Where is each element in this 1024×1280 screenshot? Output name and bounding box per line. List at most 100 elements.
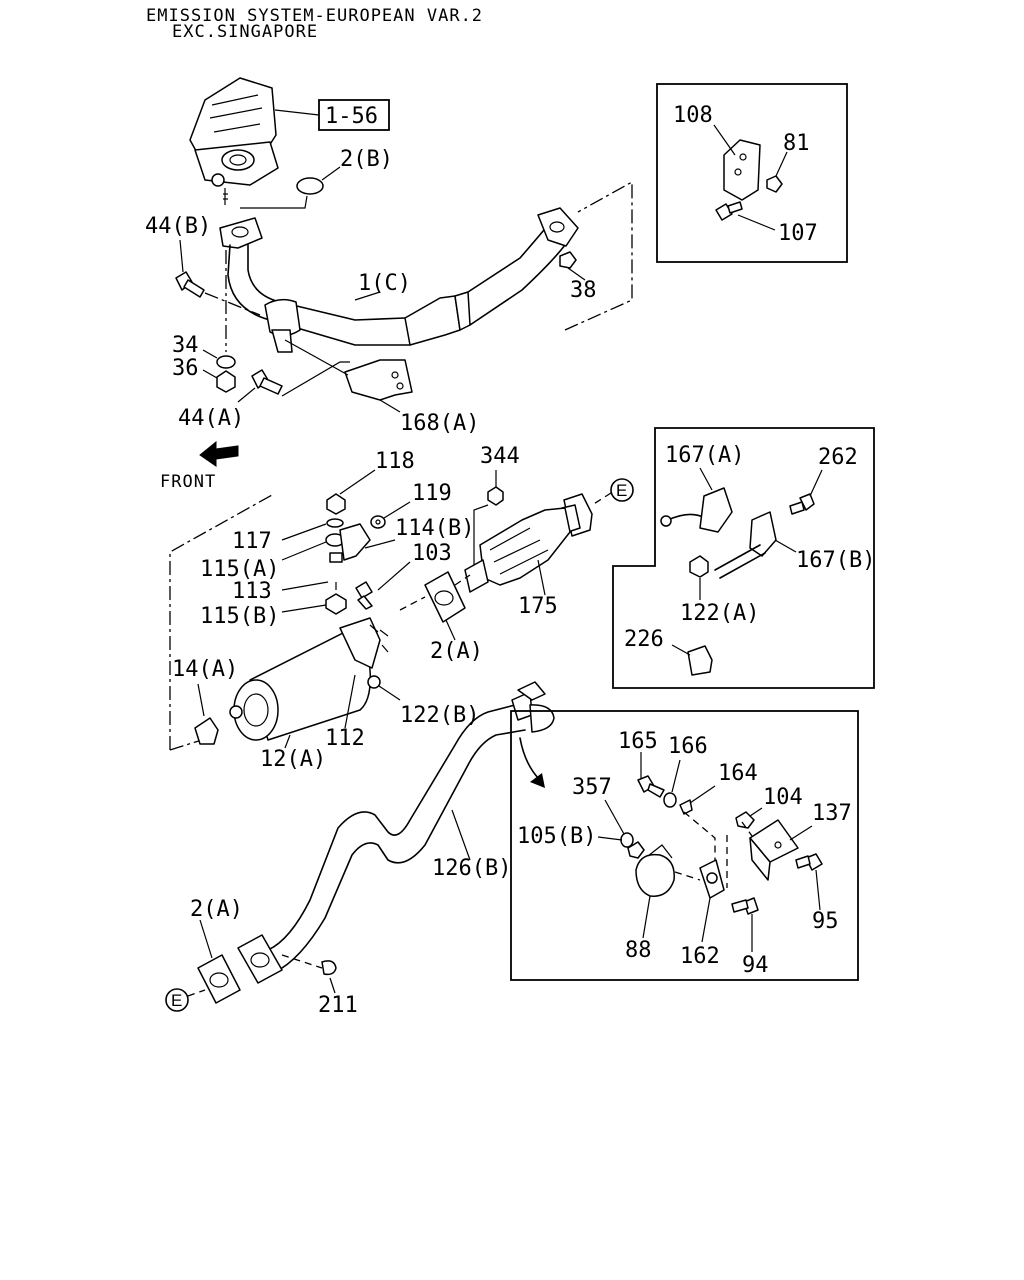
reference-box-1-56[interactable]: 1-56 — [318, 99, 390, 131]
bolt-103 — [355, 581, 373, 610]
label-44b: 44(B) — [145, 214, 211, 239]
inset-bracket-108 — [656, 83, 848, 263]
label-2a-mid: 2(A) — [430, 639, 483, 664]
bracket-108 — [723, 139, 761, 201]
diagram-title: EMISSION SYSTEM-EUROPEAN VAR.2 — [146, 6, 483, 26]
label-103: 103 — [412, 541, 452, 566]
front-label: FRONT — [160, 472, 216, 492]
bolt-95 — [795, 853, 823, 871]
clamp-88 — [635, 844, 675, 897]
bracket-168a — [344, 359, 413, 401]
pin-164 — [679, 799, 693, 815]
gasket-2b — [296, 177, 324, 195]
label-167b: 167(B) — [796, 548, 875, 573]
nut-81 — [766, 175, 783, 193]
inset-hanger-167 — [612, 427, 875, 689]
label-115b: 115(B) — [200, 604, 279, 629]
muffler-12a — [229, 617, 389, 741]
nut-211 — [321, 960, 337, 976]
label-34: 34 — [172, 333, 199, 358]
svg-text:E: E — [171, 991, 182, 1010]
gasket-14a — [194, 717, 219, 745]
nut-344 — [487, 486, 504, 506]
label-126b: 126(B) — [432, 856, 511, 881]
front-arrow-icon — [199, 440, 239, 467]
connector-e-right[interactable]: E — [610, 478, 634, 502]
hanger-167b — [714, 511, 777, 579]
label-164: 164 — [718, 761, 758, 786]
label-81: 81 — [783, 131, 810, 156]
label-344: 344 — [480, 444, 520, 469]
diagram-subtitle: EXC.SINGAPORE — [172, 22, 318, 42]
washer-117 — [326, 518, 344, 528]
washer-119 — [370, 515, 386, 529]
nut-118 — [326, 493, 346, 515]
label-211: 211 — [318, 993, 358, 1018]
label-226: 226 — [624, 627, 664, 652]
label-137: 137 — [812, 801, 852, 826]
hanger-167a — [660, 487, 733, 533]
bolt-94 — [731, 897, 759, 915]
label-117: 117 — [232, 529, 272, 554]
gasket-2a-mid — [424, 571, 466, 623]
label-108: 108 — [673, 103, 713, 128]
label-12a: 12(A) — [260, 747, 326, 772]
label-166: 166 — [668, 734, 708, 759]
label-118: 118 — [375, 449, 415, 474]
label-167a: 167(A) — [665, 443, 744, 468]
nut-122b — [367, 675, 381, 689]
bolt-262 — [789, 493, 815, 515]
label-175: 175 — [518, 594, 558, 619]
bracket-137 — [749, 819, 799, 881]
inset-clamp-assembly — [510, 710, 859, 981]
label-168a: 168(A) — [400, 411, 479, 436]
turbocharger-illustration — [189, 77, 279, 205]
gasket-2a-lower — [197, 954, 241, 1004]
rubber-115b — [325, 593, 347, 615]
label-2b: 2(B) — [340, 147, 393, 172]
bolt-44b — [175, 271, 205, 298]
bracket-114b — [339, 523, 371, 561]
label-262: 262 — [818, 445, 858, 470]
washer-34 — [216, 355, 236, 369]
front-pipe-1c — [219, 207, 579, 353]
label-44a: 44(A) — [178, 406, 244, 431]
nut-104 — [735, 811, 755, 829]
label-94: 94 — [742, 953, 769, 978]
nut-105b — [627, 841, 645, 859]
connector-e-left[interactable]: E — [165, 988, 189, 1012]
label-119: 119 — [412, 481, 452, 506]
label-357: 357 — [572, 775, 612, 800]
bolt-165 — [637, 775, 665, 798]
label-122b: 122(B) — [400, 703, 479, 728]
svg-text:E: E — [616, 481, 627, 500]
label-1c: 1(C) — [358, 271, 411, 296]
bolt-44a — [251, 369, 283, 395]
collar-113 — [329, 552, 343, 563]
nut-38 — [559, 251, 577, 269]
label-112: 112 — [325, 726, 365, 751]
label-165: 165 — [618, 729, 658, 754]
label-115a: 115(A) — [200, 557, 279, 582]
label-107: 107 — [778, 221, 818, 246]
label-122a: 122(A) — [680, 601, 759, 626]
label-38: 38 — [570, 278, 597, 303]
nut-36 — [216, 370, 236, 393]
nut-122a — [689, 555, 709, 578]
rubber-226 — [687, 645, 713, 676]
label-105b: 105(B) — [517, 824, 596, 849]
label-36: 36 — [172, 356, 199, 381]
bracket-162 — [699, 859, 725, 899]
label-14a: 14(A) — [172, 657, 238, 682]
label-95: 95 — [812, 909, 839, 934]
label-113: 113 — [232, 579, 272, 604]
label-88: 88 — [625, 938, 652, 963]
catalytic-converter-175 — [464, 493, 593, 593]
reference-box-label: 1-56 — [325, 104, 378, 129]
washer-357 — [620, 832, 634, 848]
label-114b: 114(B) — [395, 516, 474, 541]
washer-166 — [663, 792, 677, 808]
bolt-107 — [715, 201, 743, 221]
label-162: 162 — [680, 944, 720, 969]
